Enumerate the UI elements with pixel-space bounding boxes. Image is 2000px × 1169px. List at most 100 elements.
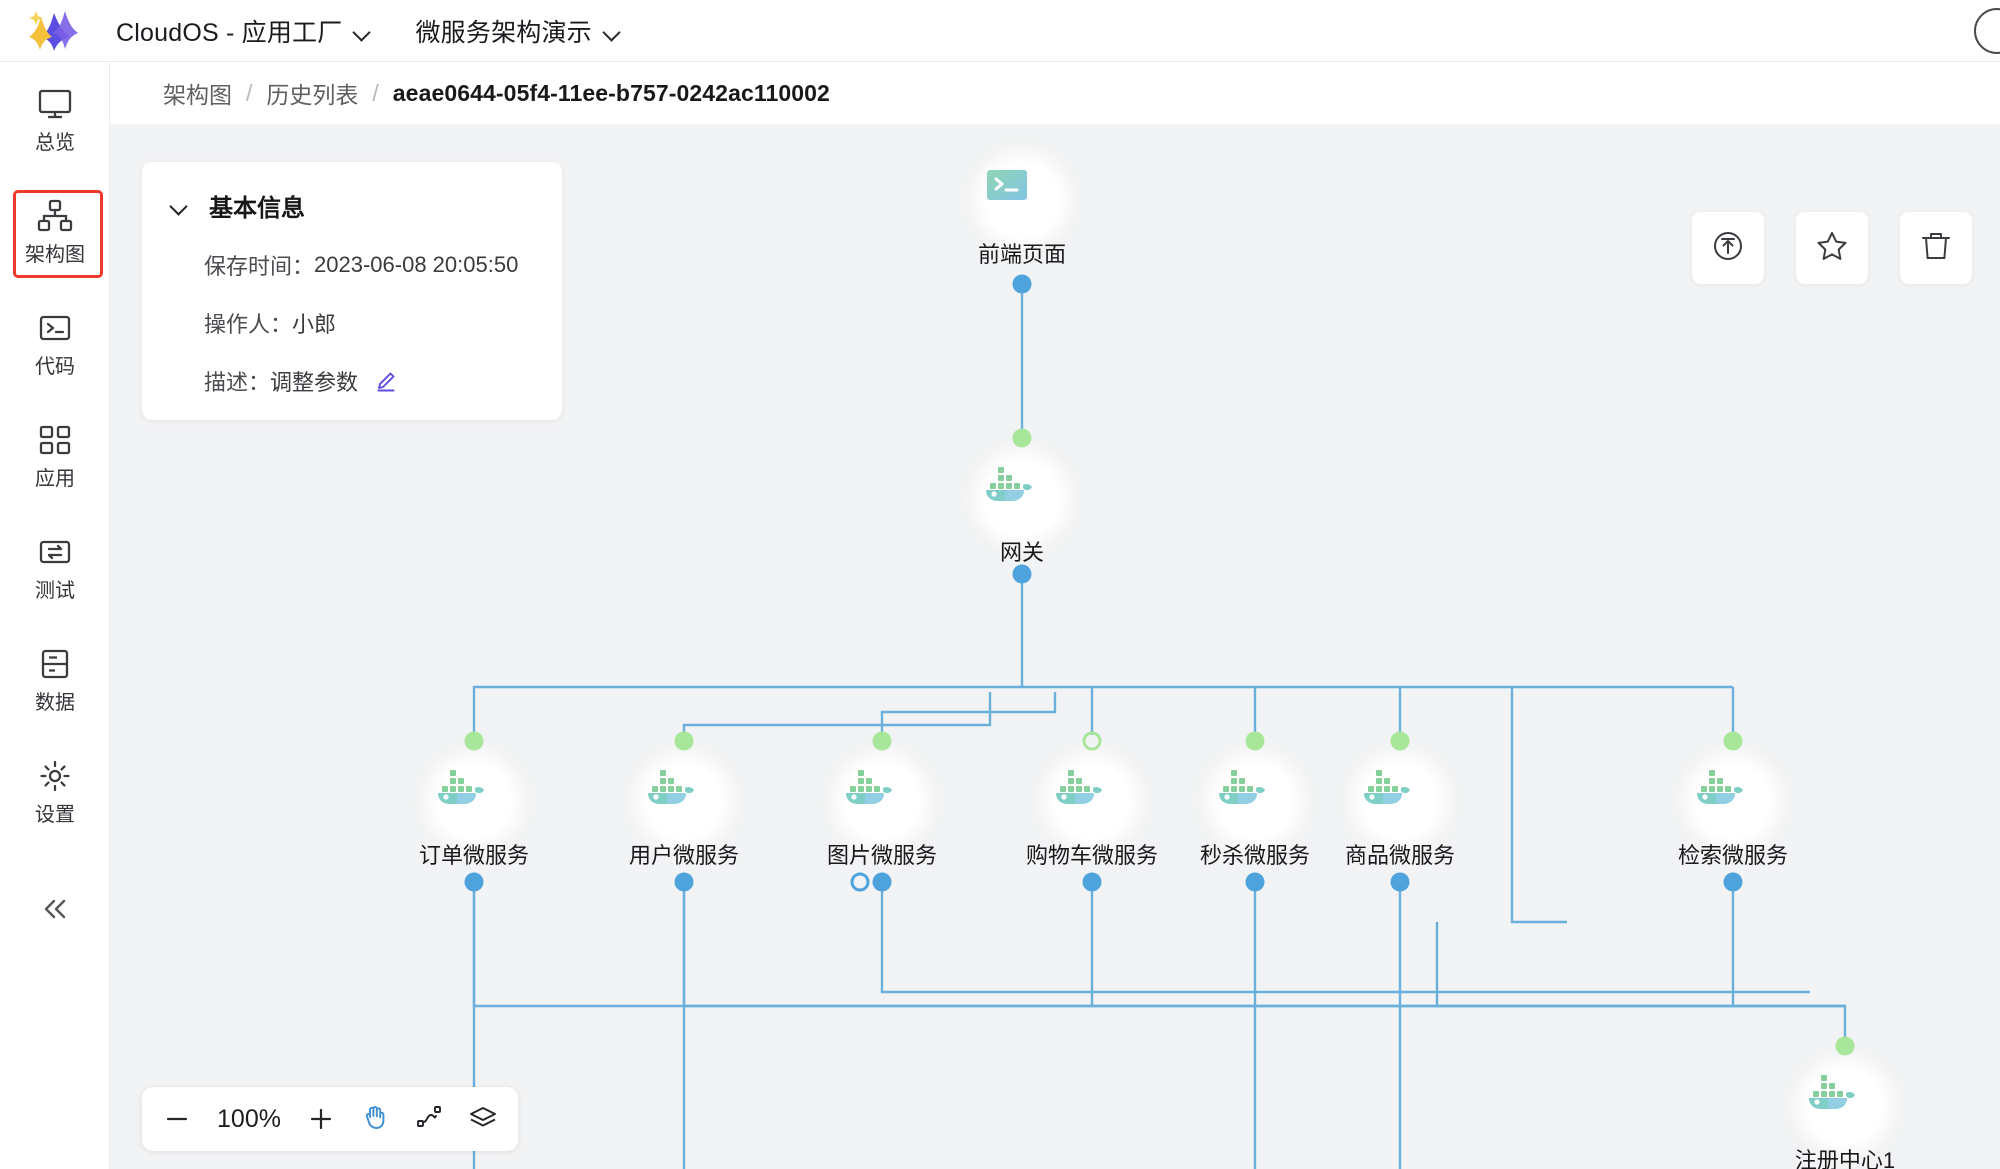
node-port-in[interactable]: [464, 731, 484, 751]
save-time-label: 保存时间：: [204, 254, 315, 279]
node-port-in[interactable]: [1390, 731, 1410, 751]
zoom-in-button[interactable]: [296, 1087, 346, 1151]
project-label: 微服务架构演示: [415, 18, 592, 47]
node-port-in[interactable]: [1245, 731, 1265, 751]
node-port-in[interactable]: [1835, 1036, 1855, 1056]
sidebar-item-label: 总览: [35, 131, 75, 154]
diagram-node-seckill[interactable]: 秒杀微服务: [1200, 731, 1310, 892]
chevron-down-icon: [171, 200, 189, 212]
architecture-canvas[interactable]: 架构图 / 历史列表 / aeae0644-05f4-11ee-b757-024…: [110, 62, 2000, 1169]
node-icon-docker: [984, 460, 1060, 536]
breadcrumb-bar: 架构图 / 历史列表 / aeae0644-05f4-11ee-b757-024…: [110, 62, 2000, 124]
pencil-edit-icon[interactable]: [374, 369, 398, 393]
sidebar-item-label: 测试: [35, 579, 75, 602]
diagram-node-order[interactable]: 订单微服务: [419, 731, 529, 892]
star-icon: [1814, 228, 1850, 269]
diagram-node-registry1[interactable]: 注册中心1: [1795, 1036, 1895, 1169]
node-port-in[interactable]: [1723, 731, 1743, 751]
layers-icon: [468, 1103, 498, 1136]
sidebar: 总览 架构图 代码: [0, 62, 110, 1169]
sidebar-item-architecture[interactable]: 架构图: [0, 174, 110, 286]
save-time-row: 保存时间： 2023-06-08 20:05:50: [142, 249, 562, 281]
node-port-out[interactable]: [674, 872, 694, 892]
diagram-node-product[interactable]: 商品微服务: [1345, 731, 1455, 892]
breadcrumb: 架构图 / 历史列表 / aeae0644-05f4-11ee-b757-024…: [163, 76, 830, 110]
basic-info-title: 基本信息: [209, 195, 305, 222]
zoom-out-button[interactable]: [152, 1087, 202, 1151]
sidebar-item-label: 架构图: [25, 243, 85, 266]
layers-tool-button[interactable]: [458, 1087, 508, 1151]
version-actions: [1692, 212, 1972, 284]
top-bar: CloudOS - 应用工厂 微服务架构演示: [0, 0, 2000, 62]
favorite-button[interactable]: [1796, 212, 1868, 284]
node-icon-docker: [646, 763, 722, 839]
node-port-out[interactable]: [1723, 872, 1743, 892]
sidebar-item-data[interactable]: 数据: [0, 622, 110, 734]
edge-tool-button[interactable]: [404, 1087, 454, 1151]
sidebar-item-settings[interactable]: 设置: [0, 734, 110, 846]
node-port-out[interactable]: [1012, 274, 1032, 294]
breadcrumb-separator: /: [372, 79, 379, 106]
sparkle-logo-icon[interactable]: [24, 9, 80, 53]
diagram-node-user[interactable]: 用户微服务: [629, 731, 739, 892]
node-port-in[interactable]: [872, 731, 892, 751]
sidebar-collapse-button[interactable]: [0, 864, 110, 954]
node-port-out[interactable]: [1012, 564, 1032, 584]
monitor-icon: [35, 84, 75, 124]
circle-arrow-up-icon: [1710, 228, 1746, 269]
diagram-node-image[interactable]: 图片微服务: [827, 731, 937, 892]
node-port-out[interactable]: [1082, 872, 1102, 892]
node-icon-docker: [1217, 763, 1293, 839]
grid-apps-icon: [35, 420, 75, 460]
sidebar-item-label: 数据: [35, 691, 75, 714]
sidebar-item-overview[interactable]: 总览: [0, 62, 110, 174]
database-icon: [35, 644, 75, 684]
node-label: 网关: [999, 540, 1045, 565]
node-label: 购物车微服务: [1025, 843, 1159, 868]
restore-version-button[interactable]: [1692, 212, 1764, 284]
sidebar-item-code[interactable]: 代码: [0, 286, 110, 398]
diagram-node-gateway[interactable]: 网关: [984, 428, 1060, 584]
description-row: 描述： 调整参数: [142, 365, 562, 397]
terminal-icon: [35, 308, 75, 348]
diagram-edges: [472, 284, 1847, 1169]
node-label: 订单微服务: [418, 843, 530, 868]
node-port-out[interactable]: [1390, 872, 1410, 892]
sidebar-item-test[interactable]: 测试: [0, 510, 110, 622]
project-switcher[interactable]: 微服务架构演示: [415, 13, 620, 49]
avatar[interactable]: [1974, 8, 2000, 54]
trash-icon: [1918, 228, 1954, 269]
product-switcher[interactable]: CloudOS - 应用工厂: [116, 13, 371, 49]
top-bar-right: [1974, 0, 2000, 62]
node-icon-docker: [1054, 763, 1130, 839]
breadcrumb-item-current: aeae0644-05f4-11ee-b757-0242ac110002: [392, 79, 830, 106]
node-label: 用户微服务: [628, 843, 740, 868]
breadcrumb-item-architecture[interactable]: 架构图: [163, 82, 232, 108]
diagram-node-search[interactable]: 检索微服务: [1678, 731, 1788, 892]
node-label: 注册中心1: [1794, 1148, 1896, 1169]
delete-button[interactable]: [1900, 212, 1972, 284]
node-port-in[interactable]: [1012, 428, 1032, 448]
gear-icon: [35, 756, 75, 796]
node-port-out[interactable]: [872, 872, 892, 892]
save-time-value: 2023-06-08 20:05:50: [314, 252, 519, 277]
pan-tool-button[interactable]: [350, 1087, 400, 1151]
node-port-in[interactable]: [674, 731, 694, 751]
basic-info-header[interactable]: 基本信息: [142, 188, 562, 223]
operator-label: 操作人：: [204, 312, 293, 337]
node-port-out[interactable]: [1245, 872, 1265, 892]
sidebar-item-apps[interactable]: 应用: [0, 398, 110, 510]
node-port-out[interactable]: [464, 872, 484, 892]
breadcrumb-item-history[interactable]: 历史列表: [266, 82, 359, 108]
sidebar-item-label: 设置: [35, 803, 75, 826]
node-port-out-secondary[interactable]: [850, 872, 870, 892]
product-label: CloudOS - 应用工厂: [116, 18, 343, 47]
node-icon-docker: [436, 763, 512, 839]
node-icon-terminal: [984, 162, 1060, 238]
operator-value: 小郎: [292, 312, 337, 337]
zoom-level-value[interactable]: 100%: [217, 1104, 281, 1133]
node-port-in[interactable]: [1082, 731, 1102, 751]
sitemap-icon: [35, 196, 75, 236]
diagram-node-cart[interactable]: 购物车微服务: [1026, 731, 1158, 892]
diagram-node-frontend[interactable]: 前端页面: [978, 162, 1066, 294]
